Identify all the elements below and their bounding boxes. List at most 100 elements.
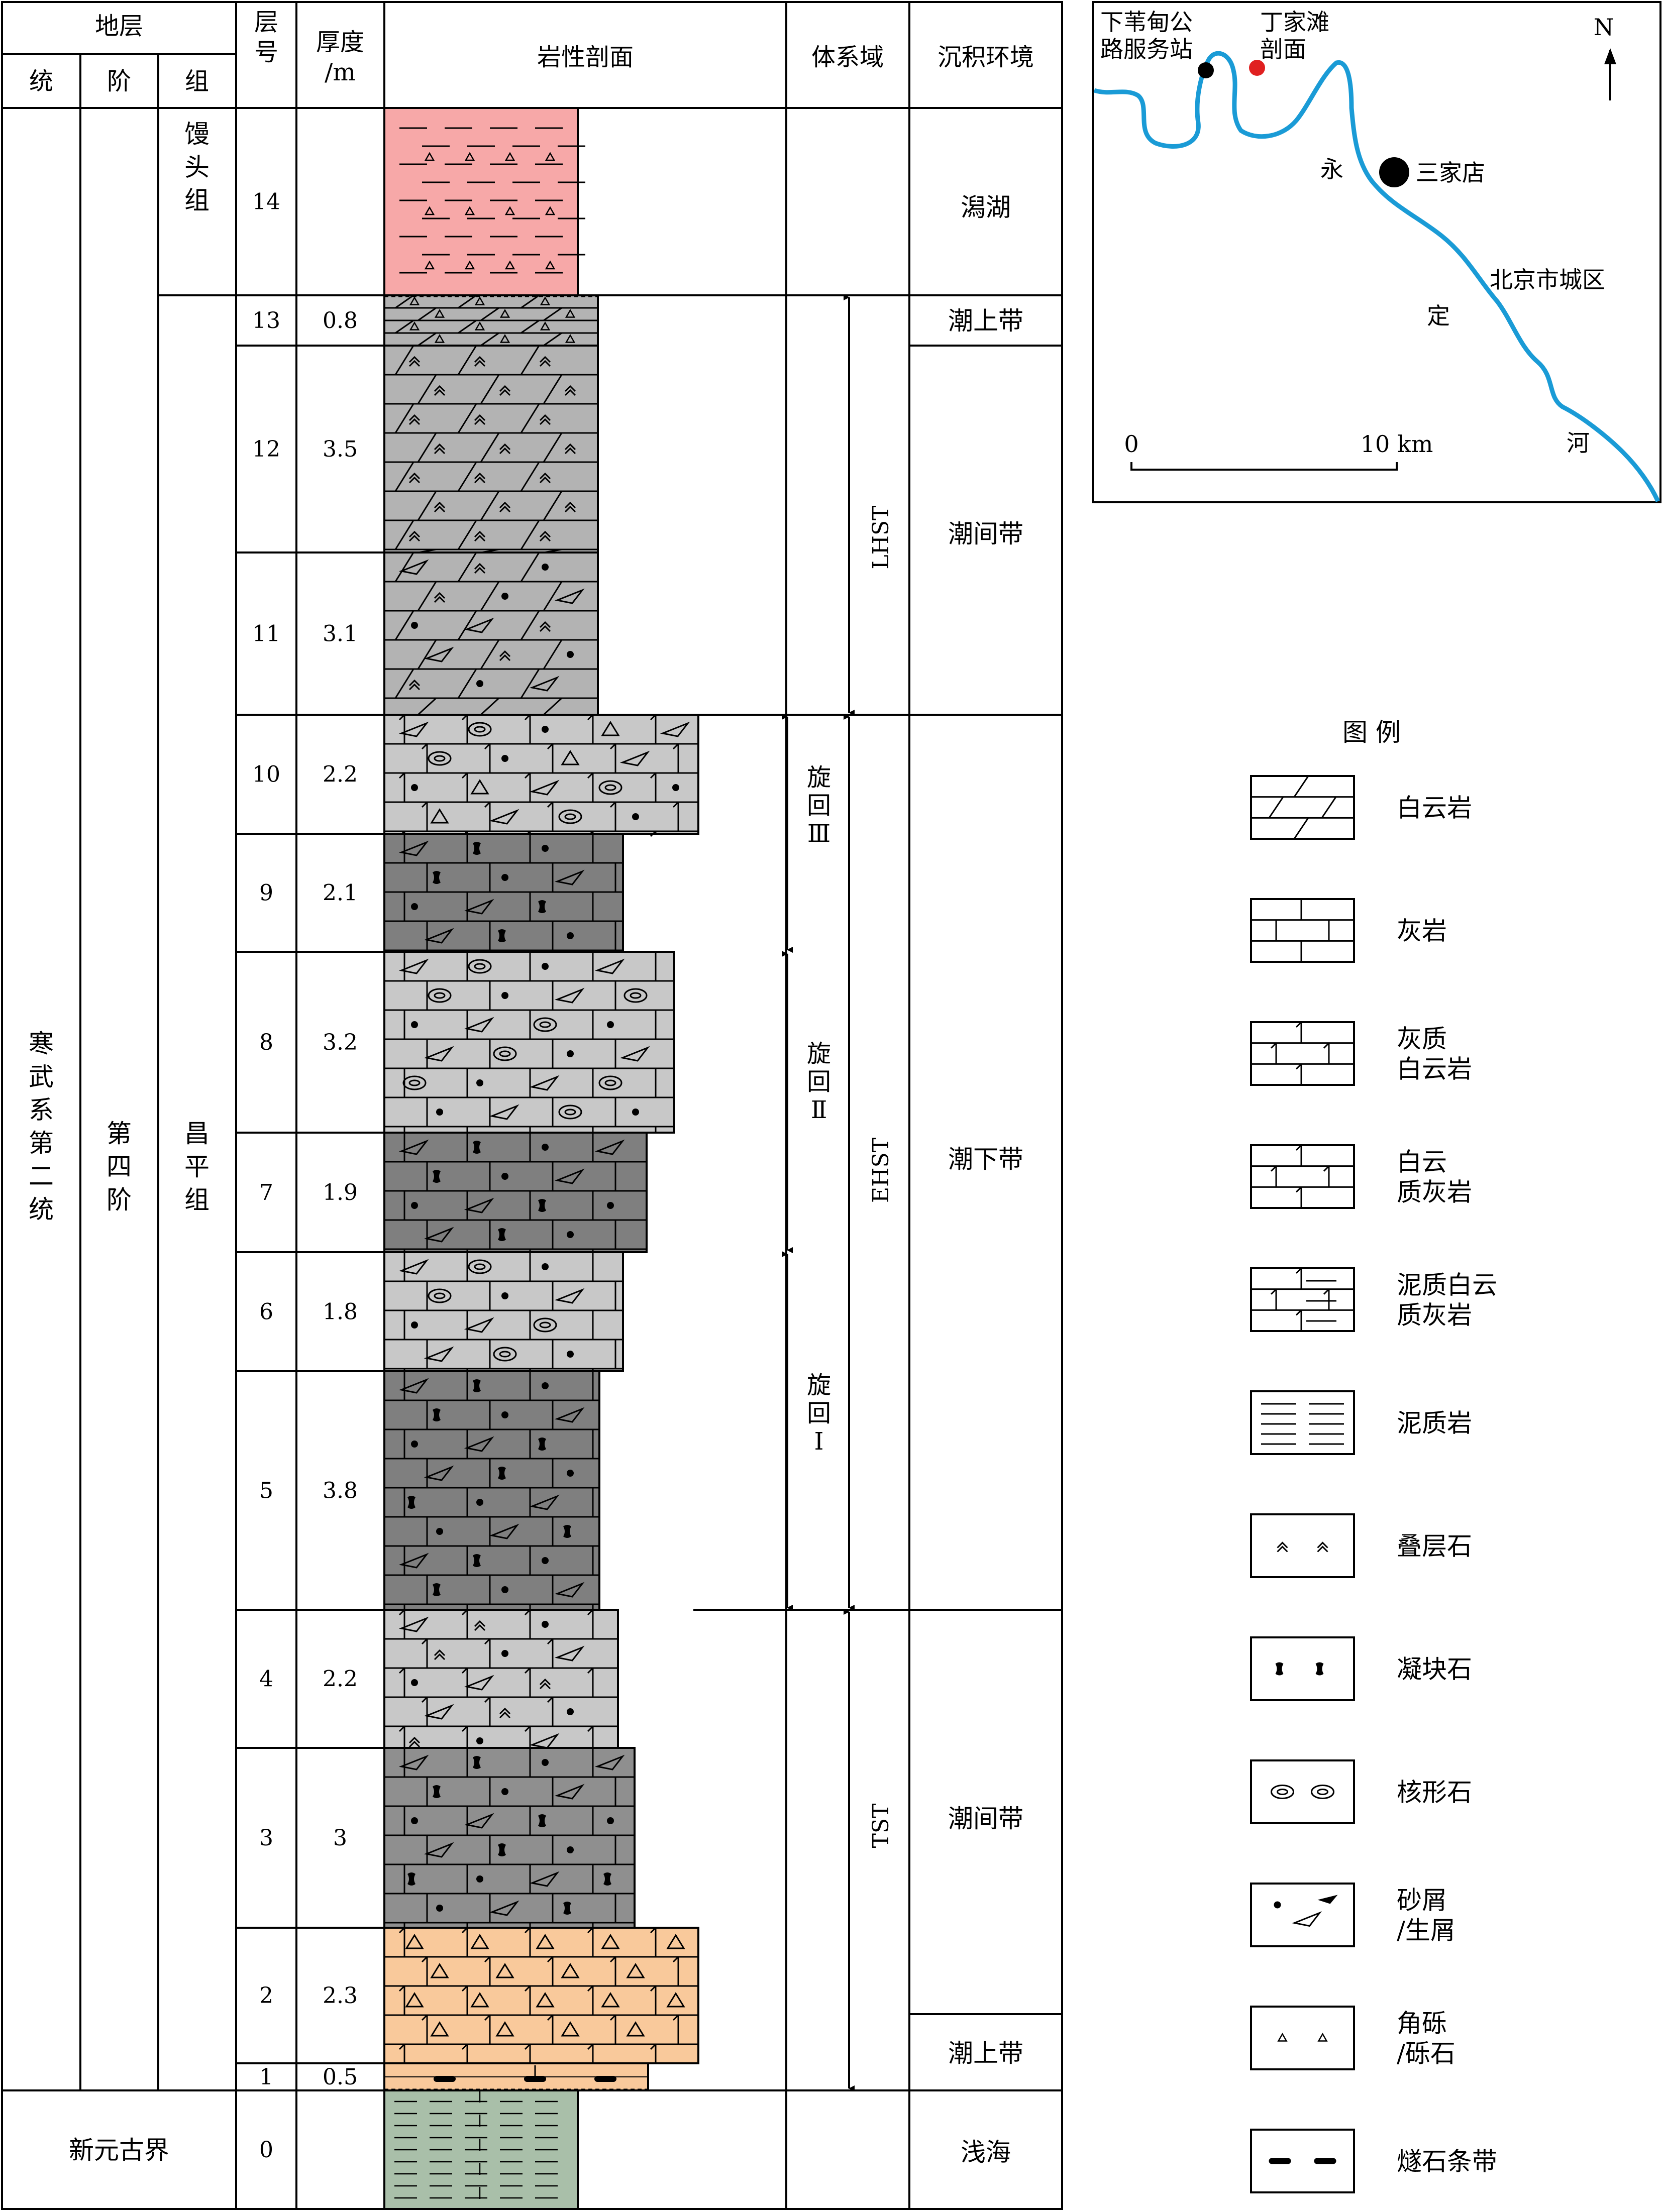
- ehst-label: EHST: [868, 1138, 894, 1203]
- sanjiadian-label: 三家店: [1416, 159, 1485, 186]
- systems-tract-arrows: [782, 294, 855, 2091]
- oncoid-icon: [1250, 1759, 1355, 1824]
- limestone-icon: [1250, 898, 1355, 963]
- bioclast-icon: [1250, 1883, 1355, 1947]
- layer-11-number: 11: [252, 621, 280, 647]
- river-char-ding: 定: [1427, 302, 1450, 329]
- layer-2-number: 2: [259, 1983, 273, 2009]
- legend-item-12: 燧石条带: [1250, 2129, 1497, 2193]
- environment-intertidal-lower: 潮间带: [948, 1804, 1023, 1833]
- layer-2-thickness: 2.3: [323, 1983, 358, 2009]
- legend-label: 凝块石: [1397, 1655, 1472, 1684]
- legend-item-4: 白云质灰岩: [1250, 1144, 1472, 1209]
- breccia-icon: [1250, 2006, 1355, 2070]
- layer-3-lithology: [383, 1747, 636, 1929]
- layer-6-thickness: 1.8: [323, 1299, 358, 1325]
- layer-0-lithology: [383, 2089, 579, 2210]
- legend-label: 核形石: [1397, 1778, 1472, 1807]
- layer-13-lithology: [383, 294, 599, 347]
- header-thickness: 厚度/m: [316, 28, 364, 86]
- limy-dolomite-icon: [1250, 1021, 1355, 1086]
- legend-item-7: 叠层石: [1250, 1513, 1472, 1578]
- legend-item-5: 泥质白云质灰岩: [1250, 1267, 1497, 1332]
- layer-3-thickness: 3: [333, 1825, 347, 1851]
- legend-label: 白云质灰岩: [1397, 1148, 1472, 1207]
- north-arrow-icon: [1604, 48, 1616, 100]
- mudstone-icon: [1250, 1390, 1355, 1455]
- legend-label: 泥质岩: [1397, 1409, 1472, 1438]
- dolomite-icon: [1250, 775, 1355, 840]
- argillaceous-dolomitic-limestone-icon: [1250, 1267, 1355, 1332]
- legend-item-11: 角砾/砾石: [1250, 2006, 1456, 2070]
- legend-item-3: 灰质白云岩: [1250, 1021, 1472, 1086]
- legend-label: 白云岩: [1397, 794, 1472, 823]
- river-char-yong: 永: [1320, 156, 1343, 183]
- layer-3-number: 3: [259, 1825, 273, 1851]
- layer-8-lithology: [383, 951, 675, 1134]
- header-stage: 阶: [107, 67, 131, 95]
- legend-item-10: 砂屑/生屑: [1250, 1883, 1456, 1947]
- layer-4-number: 4: [259, 1667, 273, 1692]
- layer-7-thickness: 1.9: [323, 1180, 358, 1205]
- layer-1-thickness: 0.5: [323, 2064, 358, 2090]
- layer-9-number: 9: [259, 880, 273, 906]
- scale-end-label: 10 km: [1361, 430, 1433, 458]
- layer-7-lithology: [383, 1132, 648, 1253]
- service-station-label: 下苇甸公路服务站: [1100, 9, 1193, 63]
- legend-label: 泥质白云质灰岩: [1397, 1271, 1497, 1330]
- service-station-marker: [1198, 62, 1214, 78]
- legend-label: 燧石条带: [1397, 2147, 1497, 2176]
- yongding-river: [1093, 51, 1660, 502]
- environment-supratidal-upper: 潮上带: [948, 306, 1023, 336]
- header-formation: 组: [185, 67, 209, 95]
- environment-labels: 潟湖 潮上带 潮间带 潮下带 潮间带 潮上带 浅海: [948, 193, 1023, 2167]
- legend-label: 灰质白云岩: [1397, 1025, 1472, 1084]
- layer-5-lithology: [383, 1370, 600, 1611]
- environment-shallow-sea: 浅海: [961, 2138, 1011, 2167]
- thrombolite-icon: [1250, 1636, 1355, 1701]
- legend-label: 叠层石: [1397, 1532, 1472, 1561]
- layer-14-lithology: [383, 107, 585, 296]
- stromatolite-icon: [1250, 1513, 1355, 1578]
- header-layer-no: 层号: [254, 8, 278, 66]
- layer-8-number: 8: [259, 1030, 273, 1055]
- legend-item-8: 凝块石: [1250, 1636, 1472, 1701]
- river-char-he: 河: [1567, 429, 1590, 457]
- layer-6-lithology: [383, 1251, 624, 1372]
- layer-11-thickness: 3.1: [323, 621, 358, 647]
- basement-name: 新元古界: [69, 2136, 169, 2165]
- legend-title: 图 例: [1342, 718, 1401, 747]
- layer-5-number: 5: [259, 1478, 273, 1504]
- lithology-column: [383, 107, 699, 2210]
- layer-12-number: 12: [252, 436, 280, 462]
- formation-upper: 馒头组: [184, 120, 210, 215]
- environment-supratidal-lower: 潮上带: [948, 2039, 1023, 2068]
- layer-4-lithology: [383, 1609, 619, 1749]
- north-label: N: [1594, 14, 1614, 41]
- layer-4-thickness: 2.2: [323, 1667, 358, 1692]
- stage-name: 第四阶: [107, 1119, 132, 1214]
- legend-item-1: 白云岩: [1250, 775, 1472, 840]
- layer-13-number: 13: [252, 308, 280, 334]
- header-environment: 沉积环境: [938, 43, 1034, 71]
- legend-label: 灰岩: [1397, 917, 1447, 946]
- layer-10-lithology: [383, 714, 699, 837]
- scale-bar: [1130, 462, 1398, 471]
- lhst-label: LHST: [868, 505, 894, 569]
- table-frame: [1, 1, 1063, 2210]
- header-series: 统: [29, 67, 53, 95]
- tst-label: TST: [868, 1804, 894, 1848]
- legend-label: 角砾/砾石: [1397, 2009, 1456, 2068]
- legend-item-9: 核形石: [1250, 1759, 1472, 1824]
- dolomitic-limestone-icon: [1250, 1144, 1355, 1209]
- layer-5-thickness: 3.8: [323, 1478, 358, 1504]
- environment-lagoon: 潟湖: [961, 193, 1011, 222]
- legend-item-2: 灰岩: [1250, 898, 1447, 963]
- beijing-city-label: 北京市城区: [1490, 266, 1605, 293]
- chert-band-icon: [1250, 2129, 1355, 2193]
- section-label: 丁家滩剖面: [1260, 9, 1329, 63]
